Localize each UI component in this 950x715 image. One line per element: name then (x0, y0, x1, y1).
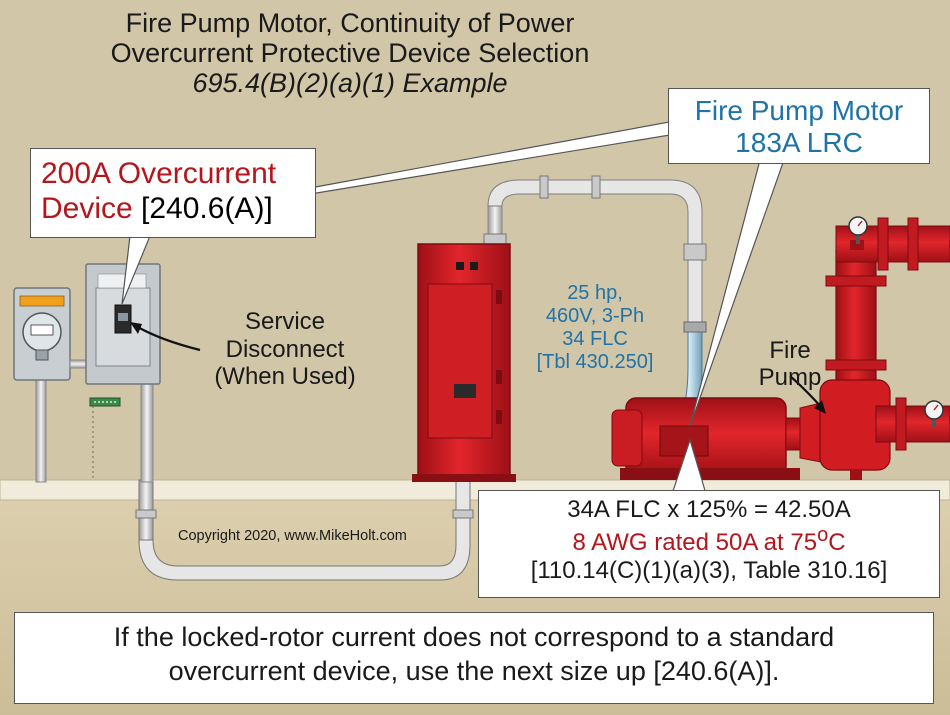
overcurrent-callout-reference: [240.6(A)] (132, 191, 273, 225)
service-disconnect-label: Service Disconnect (When Used) (180, 308, 390, 391)
motor-spec-line-1: 25 hp, (567, 282, 623, 304)
fire-pump-label-line-1: Fire (769, 337, 811, 364)
underground-conduit-icon (135, 479, 474, 581)
fire-pump-label: Fire Pump (745, 337, 835, 392)
calculation-line-3: [110.14(C)(1)(a)(3), Table 310.16] (530, 557, 888, 585)
overcurrent-callout-line-1: 200A Overcurrent (41, 157, 277, 190)
note-line-1: If the locked-rotor current does not cor… (113, 622, 835, 652)
calculation-line-2-text: 8 AWG rated 50A at 75 (572, 529, 818, 557)
note-line-2: overcurrent device, use the next size up… (168, 655, 780, 686)
service-disconnect-line-3: (When Used) (214, 363, 356, 391)
arrowhead (130, 322, 142, 334)
service-disconnect-arrow (135, 325, 201, 352)
conductor-calculation-callout: 34A FLC x 125% = 42.50A 8 AWG rated 50A … (478, 490, 940, 598)
electric-meter-icon (13, 287, 91, 483)
fire-pump-label-line-2: Pump (758, 363, 822, 391)
fire-pump-controller-icon (412, 243, 516, 482)
fire-pump-motor-callout-line-2: 183A LRC (735, 127, 863, 159)
arrowhead (814, 400, 826, 414)
motor-spec-line-3: 34 FLC (562, 328, 628, 350)
bottom-note: If the locked-rotor current does not cor… (14, 612, 934, 704)
calculation-degree-superscript: o (817, 524, 829, 547)
title-code-reference: 695.4(B)(2)(a)(1) Example (192, 68, 508, 99)
calculation-line-2: 8 AWG rated 50A at 75oC (479, 524, 939, 557)
overcurrent-device-callout: 200A Overcurrent Device [240.6(A)] (30, 148, 316, 238)
motor-specifications: 25 hp, 460V, 3-Ph 34 FLC [Tbl 430.250] (505, 282, 685, 374)
pressure-gauge-icon (848, 216, 944, 428)
copyright-notice: Copyright 2020, www.MikeHolt.com (178, 528, 407, 544)
fire-pump-piping (819, 217, 950, 480)
warning-label-icon (19, 295, 65, 307)
motor-spec-line-4: [Tbl 430.250] (536, 351, 654, 373)
diagram-title: Fire Pump Motor, Continuity of Power Ove… (0, 8, 700, 99)
overcurrent-callout-line-2: Device [240.6(A)] (41, 192, 305, 227)
motor-spec-line-2: 460V, 3-Ph (545, 305, 645, 327)
fire-pump-motor-callout: Fire Pump Motor 183A LRC (668, 88, 930, 164)
calculation-line-2-unit: C (828, 529, 846, 557)
overcurrent-callout-device: Device (41, 191, 133, 225)
calculation-line-1: 34A FLC x 125% = 42.50A (567, 496, 851, 523)
title-line-2: Overcurrent Protective Device Selection (110, 38, 590, 69)
service-disconnect-line-1: Service (244, 308, 326, 335)
fire-pump-motor-callout-line-1: Fire Pump Motor (694, 95, 904, 126)
service-disconnect-line-2: Disconnect (225, 335, 345, 363)
title-line-1: Fire Pump Motor, Continuity of Power (125, 8, 575, 38)
fire-pump-motor-icon (611, 397, 843, 480)
